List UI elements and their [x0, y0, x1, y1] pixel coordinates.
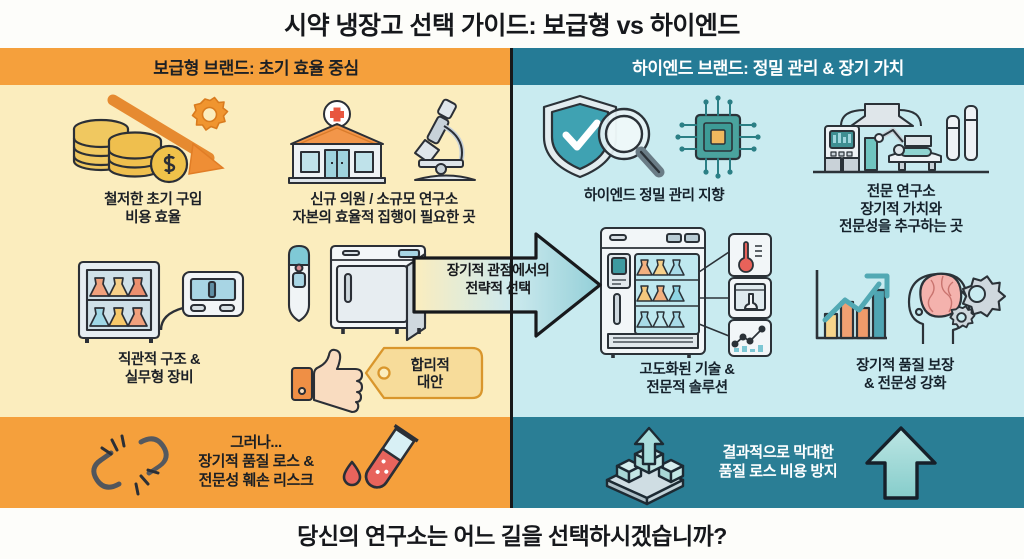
- right-bottom-text: 결과적으로 막대한 품질 로스 비용 방지: [718, 443, 838, 480]
- clinic-microscope-icon: [269, 96, 499, 188]
- right-column-header: 하이엔드 브랜드: 정밀 관리 & 장기 가치: [512, 48, 1024, 85]
- center-transition-arrow: [412, 232, 602, 338]
- left-column-header: 보급형 브랜드: 초기 효율 중심: [0, 48, 512, 85]
- left-cell-caption: 신규 의원 / 소규모 연구소 자본의 효율적 집행이 필요한 곳: [292, 192, 476, 226]
- panel-divider: [510, 48, 513, 508]
- mini-fridge-controller-icon: [57, 258, 262, 348]
- right-bottom-bar: 결과적으로 막대한 품질 로스 비용 방지: [512, 417, 1024, 508]
- right-cell-professional-lab: 전문 연구소 장기적 가치와 전문성을 추구하는 곳: [798, 92, 1004, 237]
- left-bottom-bar: 그러나... 장기적 품질 로스 & 전문성 훼손 리스크: [0, 417, 512, 508]
- right-cell-caption: 고도화된 기술 & 전문적 솔루션: [639, 362, 735, 396]
- broken-chain-icon: [86, 428, 172, 498]
- right-cell-precision-control: 하이엔드 정밀 관리 지향: [534, 90, 774, 206]
- footer-cta: 당신의 연구소는 어느 길을 선택하시겠습니까?: [0, 508, 1024, 559]
- left-cell-reasonable-alt: [288, 342, 488, 414]
- up-arrow-icon: [863, 425, 939, 501]
- reasonable-alternative-tag: 합리적 대안: [410, 358, 450, 392]
- right-cell-longterm-quality: 장기적 품질 보장 & 전문성 강화: [800, 262, 1010, 393]
- left-bottom-text: 그러나... 장기적 품질 로스 & 전문성 훼손 리스크: [198, 434, 314, 489]
- center-arrow-label: 장기적 관점에서의 전략적 선택: [446, 262, 550, 296]
- right-cell-caption: 장기적 품질 보장 & 전문성 강화: [856, 358, 954, 392]
- left-cell-caption: 철저한 초기 구입 비용 효율: [104, 192, 202, 226]
- thumbs-up-tag-icon: [288, 342, 488, 414]
- blocks-up-arrow-icon: [597, 426, 693, 505]
- right-cell-advanced-tech: 고도화된 기술 & 전문적 솔루션: [574, 224, 800, 397]
- coins-down-arrow-gear-icon: [53, 92, 253, 188]
- left-cell-target-audience: 신규 의원 / 소규모 연구소 자본의 효율적 집행이 필요한 곳: [264, 96, 504, 227]
- left-cell-simple-equipment: 직관적 구조 & 실무형 장비: [52, 258, 266, 387]
- right-cell-caption: 전문 연구소 장기적 가치와 전문성을 추구하는 곳: [839, 184, 963, 236]
- smart-lab-fridge-icon: [577, 224, 797, 358]
- growth-chart-brain-gear-icon: [803, 262, 1008, 354]
- left-cell-entry-fridge: [284, 240, 464, 342]
- lab-automation-icon: [801, 92, 1001, 180]
- shield-check-magnifier-chip-icon: [538, 90, 770, 184]
- left-cell-caption: 직관적 구조 & 실무형 장비: [117, 352, 201, 386]
- thermometer-cabinet-icon: [287, 240, 462, 342]
- right-cell-caption: 하이엔드 정밀 관리 지향: [583, 188, 725, 204]
- left-cell-cost-efficiency: 철저한 초기 구입 비용 효율: [48, 92, 258, 227]
- page-title: 시약 냉장고 선택 가이드: 보급형 vs 하이엔드: [284, 12, 740, 40]
- blood-test-tube-icon: [340, 423, 426, 500]
